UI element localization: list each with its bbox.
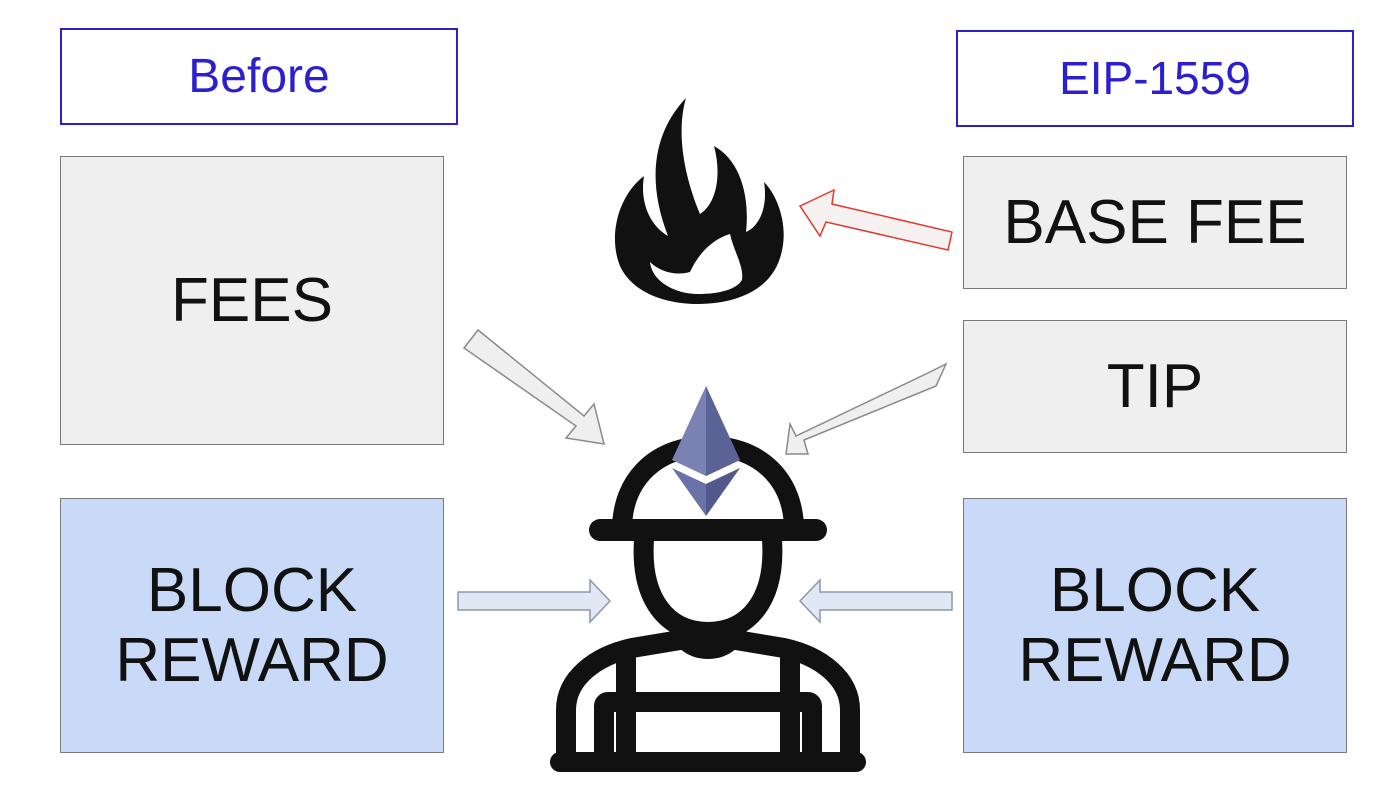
before-block-reward-line2: REWARD (115, 625, 389, 695)
base-fee-label: BASE FEE (1003, 187, 1307, 257)
tip-label: TIP (1106, 351, 1204, 421)
base-fee-box: BASE FEE (963, 156, 1347, 289)
fire-icon (614, 98, 784, 304)
before-block-reward-box: BLOCK REWARD (60, 498, 444, 753)
left-reward-to-miner-arrow (457, 578, 612, 624)
fees-to-miner-arrow (462, 328, 606, 445)
eip1559-block-reward-box: BLOCK REWARD (963, 498, 1347, 753)
base-fee-to-fire-arrow (798, 188, 953, 251)
before-header-label: Before (188, 49, 330, 103)
ethereum-logo-icon (672, 386, 740, 516)
eip1559-header-label: EIP-1559 (1059, 51, 1251, 104)
before-block-reward-line1: BLOCK (146, 556, 358, 626)
eip1559-header: EIP-1559 (956, 30, 1354, 127)
eip1559-block-reward-line2: REWARD (1018, 625, 1292, 695)
fees-box: FEES (60, 156, 444, 445)
fees-label: FEES (171, 265, 333, 335)
eip1559-block-reward-line1: BLOCK (1049, 556, 1261, 626)
right-reward-to-miner-arrow (798, 578, 953, 624)
tip-to-miner-arrow (785, 362, 948, 455)
before-header: Before (60, 28, 458, 125)
tip-box: TIP (963, 320, 1347, 453)
